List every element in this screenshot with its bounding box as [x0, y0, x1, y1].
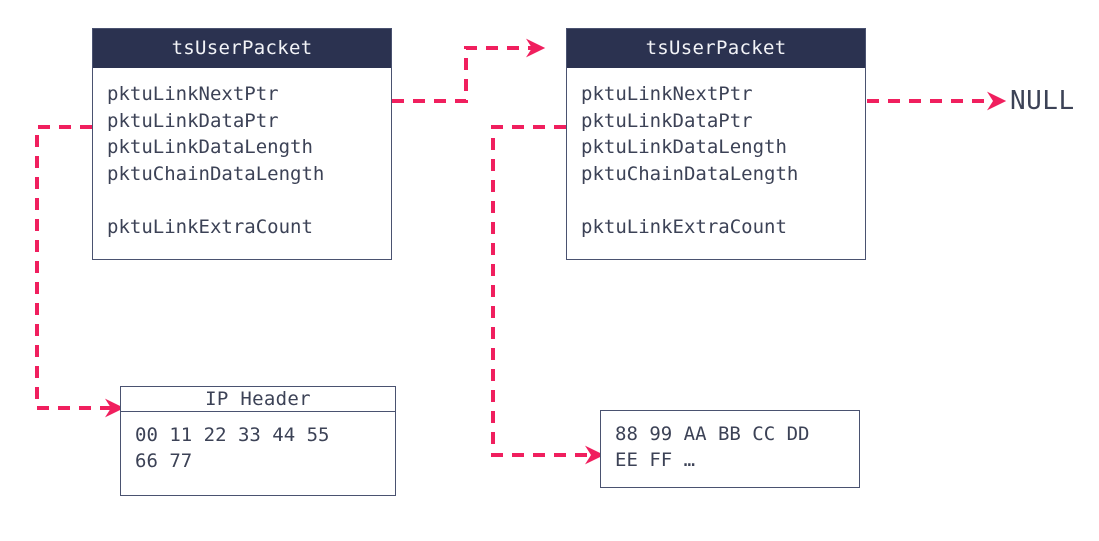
packet-1-box: tsUserPacket pktuLinkNextPtr pktuLinkDat… — [92, 28, 392, 260]
payload-buffer-bytes: 88 99 AA BB CC DD EE FF … — [601, 411, 859, 473]
payload-buffer-line-2: EE FF … — [615, 449, 696, 471]
ip-header-buffer-box: IP Header 00 11 22 33 44 55 66 77 — [120, 386, 396, 496]
packet-2-title: tsUserPacket — [567, 29, 865, 68]
null-label: NULL — [1010, 86, 1075, 116]
packet-2-field-extra-count: pktuLinkExtraCount — [581, 215, 787, 238]
payload-buffer-line-1: 88 99 AA BB CC DD — [615, 423, 810, 445]
packet-2-field-data-length: pktuLinkDataLength — [581, 136, 787, 158]
ip-header-buffer-line-2: 66 77 — [135, 450, 193, 472]
packet-1-field-data-ptr: pktuLinkDataPtr — [107, 109, 279, 132]
ip-header-buffer-line-1: 00 11 22 33 44 55 — [135, 424, 330, 446]
payload-buffer-box: 88 99 AA BB CC DD EE FF … — [600, 410, 860, 488]
packet-2-field-next-ptr: pktuLinkNextPtr — [581, 83, 753, 105]
packet-2-box: tsUserPacket pktuLinkNextPtr pktuLinkDat… — [566, 28, 866, 260]
ip-header-buffer-bytes: 00 11 22 33 44 55 66 77 — [121, 412, 395, 474]
packet-2-field-data-ptr: pktuLinkDataPtr — [581, 109, 753, 132]
packet-2-fields: pktuLinkNextPtr pktuLinkDataPtr pktuLink… — [567, 68, 865, 240]
packet-1-field-next-ptr: pktuLinkNextPtr — [107, 83, 279, 105]
packet-1-fields: pktuLinkNextPtr pktuLinkDataPtr pktuLink… — [93, 68, 391, 240]
packet-1-field-spacer — [107, 187, 391, 214]
arrow-packet1-next-to-packet2 — [392, 38, 546, 103]
packet-1-title: tsUserPacket — [93, 29, 391, 68]
packet-2-field-spacer — [581, 187, 865, 214]
packet-2-field-chain-data-length: pktuChainDataLength — [581, 162, 799, 185]
packet-1-field-data-length: pktuLinkDataLength — [107, 136, 313, 158]
packet-1-field-chain-data-length: pktuChainDataLength — [107, 162, 325, 185]
ip-header-buffer-title: IP Header — [121, 387, 395, 412]
packet-1-field-extra-count: pktuLinkExtraCount — [107, 215, 313, 238]
